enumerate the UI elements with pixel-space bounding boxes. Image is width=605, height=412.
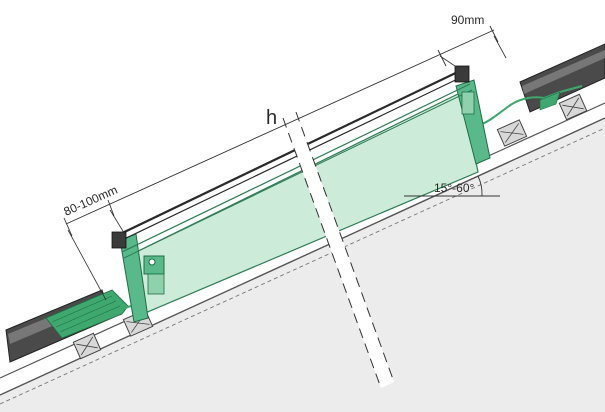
dimension-label-top: 90mm bbox=[451, 13, 484, 27]
roof-deck bbox=[0, 102, 605, 412]
roof-tile-upper bbox=[519, 43, 605, 113]
pitch-angle-reference bbox=[404, 175, 500, 197]
section-break-line bbox=[282, 111, 395, 389]
pitch-range-label: 15°-60° bbox=[434, 181, 474, 195]
dimension-h bbox=[63, 25, 507, 301]
batten-upper-frame bbox=[496, 119, 528, 147]
batten-left bbox=[72, 332, 102, 360]
dimension-label-h: h bbox=[266, 107, 277, 129]
roof-window bbox=[111, 65, 491, 323]
batten-right bbox=[558, 93, 588, 121]
flashing-upper bbox=[481, 85, 583, 125]
flashing-lower bbox=[45, 289, 139, 339]
